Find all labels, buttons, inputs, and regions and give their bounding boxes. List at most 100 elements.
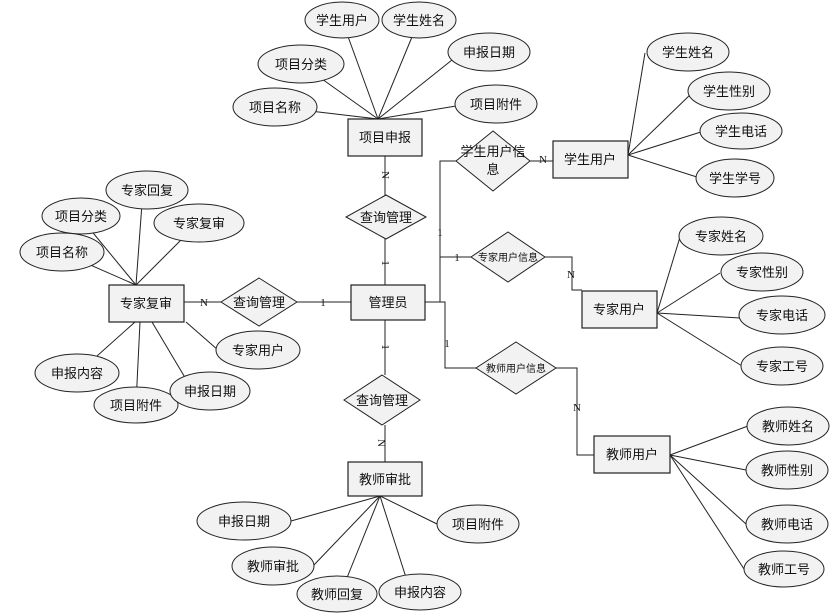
relationship-query-top-label: 查询管理 — [360, 211, 412, 226]
entity-expert-review-label: 专家复审 — [120, 296, 172, 312]
attr-label: 申报日期 — [218, 515, 270, 530]
attr-expert-review-attachment: 项目附件 — [93, 386, 179, 424]
attr-label: 教师工号 — [758, 562, 810, 578]
attr-label: 申报内容 — [394, 585, 446, 601]
entity-teacher-approval-label: 教师审批 — [359, 472, 411, 488]
attr-label: 专家电话 — [756, 308, 808, 324]
attr-project-apply-category: 项目分类 — [257, 44, 345, 84]
attr-teacher-user-id: 教师工号 — [743, 550, 825, 588]
attr-project-apply-attachment: 项目附件 — [454, 84, 538, 124]
attr-expert-review-name: 项目名称 — [19, 232, 105, 272]
attr-expert-review-date: 申报日期 — [169, 371, 251, 411]
attr-expert-review-category: 项目分类 — [41, 197, 121, 235]
attr-label: 专家工号 — [756, 359, 808, 375]
attr-teacher-approval-attachment: 项目附件 — [436, 504, 520, 544]
relationship-student-info-label-line1: 学生用户信 — [460, 144, 525, 160]
attr-label: 学生用户 — [316, 13, 368, 29]
attr-expert-review-content: 申报内容 — [34, 353, 120, 393]
cardinality-1-expert: 1 — [454, 252, 460, 264]
attr-expert-user-gender: 专家性别 — [720, 252, 804, 292]
entity-expert-user: 专家用户 — [581, 290, 658, 329]
attr-student-user-gender: 学生性别 — [687, 71, 771, 111]
relationship-query-top: 查询管理 — [344, 194, 428, 240]
entity-expert-review: 专家复审 — [108, 284, 185, 323]
cardinality-1-admin-top: 1 — [379, 260, 391, 266]
relationship-teacher-info-label: 教师用户信息 — [486, 362, 546, 375]
attr-teacher-approval-approval: 教师审批 — [231, 546, 315, 586]
cardinality-1-teacher: 1 — [444, 338, 450, 350]
entity-admin-label: 管理员 — [368, 296, 407, 311]
entity-teacher-user-label: 教师用户 — [606, 447, 658, 463]
attr-expert-review-expert-user: 专家用户 — [215, 330, 301, 370]
attr-label: 教师电话 — [761, 517, 813, 533]
attr-label: 申报日期 — [463, 46, 515, 61]
cardinality-n-expert-review: N — [200, 297, 208, 309]
attr-project-apply-name: 项目名称 — [232, 87, 318, 127]
cardinality-1-admin-bottom: 1 — [379, 344, 391, 350]
entity-teacher-approval: 教师审批 — [347, 461, 423, 497]
relationship-query-left: 查询管理 — [220, 277, 298, 327]
entity-teacher-user: 教师用户 — [593, 435, 671, 474]
relationship-query-left-label: 查询管理 — [233, 296, 285, 311]
attr-teacher-user-name: 教师姓名 — [746, 406, 830, 446]
entity-expert-user-label: 专家用户 — [593, 302, 645, 318]
attr-label: 项目附件 — [470, 98, 522, 113]
attr-label: 专家性别 — [736, 265, 788, 281]
attr-label: 项目分类 — [275, 58, 327, 73]
attr-label: 教师审批 — [247, 559, 299, 575]
attr-project-apply-student-name: 学生姓名 — [381, 1, 457, 39]
relationship-query-bottom-label: 查询管理 — [356, 394, 408, 409]
attr-label: 项目附件 — [452, 518, 504, 533]
cardinality-marks: N 1 N 1 1 N 1 N 1 N 1 N — [200, 154, 581, 447]
cardinality-1-student: 1 — [437, 227, 443, 239]
attr-teacher-user-gender: 教师性别 — [745, 450, 829, 490]
relationship-teacher-info: 教师用户信息 — [475, 341, 557, 395]
cardinality-n-teacher: N — [573, 402, 581, 414]
relationship-expert-info-label: 专家用户信息 — [478, 251, 538, 264]
relationship-query-bottom: 查询管理 — [343, 374, 421, 426]
entity-admin: 管理员 — [350, 284, 426, 321]
cardinality-n-student: N — [539, 154, 547, 166]
entity-student-user: 学生用户 — [552, 140, 629, 179]
attr-label: 学生学号 — [709, 171, 761, 187]
attr-expert-user-name: 专家姓名 — [678, 216, 764, 256]
relationship-expert-info: 专家用户信息 — [470, 231, 546, 283]
attr-label: 学生性别 — [703, 84, 755, 100]
attr-teacher-approval-date: 申报日期 — [196, 501, 292, 541]
attr-expert-user-phone: 专家电话 — [738, 295, 826, 335]
attr-label: 申报日期 — [184, 385, 236, 400]
attr-label: 教师回复 — [311, 587, 363, 603]
attr-student-user-phone: 学生电话 — [699, 112, 783, 150]
relationship-student-info: 学生用户信 息 — [455, 130, 531, 192]
attr-label: 专家用户 — [232, 343, 284, 359]
attr-expert-user-id: 专家工号 — [740, 346, 824, 386]
attr-student-user-name: 学生姓名 — [646, 32, 730, 72]
entity-project-apply-label: 项目申报 — [359, 131, 411, 146]
entity-project-apply: 项目申报 — [347, 118, 423, 157]
attr-label: 项目名称 — [249, 100, 301, 116]
entity-student-user-label: 学生用户 — [564, 152, 616, 168]
attr-teacher-approval-content: 申报内容 — [378, 573, 462, 611]
attr-project-apply-date: 申报日期 — [447, 32, 531, 72]
attr-teacher-approval-reply: 教师回复 — [296, 575, 378, 613]
relationship-student-info-label-line2: 息 — [486, 162, 499, 178]
attr-label: 项目分类 — [55, 210, 107, 225]
attr-project-apply-student-user: 学生用户 — [304, 1, 380, 39]
attr-label: 项目名称 — [36, 245, 88, 261]
attr-label: 专家姓名 — [695, 229, 747, 245]
cardinality-1-admin-left: 1 — [320, 297, 326, 309]
attr-label: 专家回复 — [121, 183, 173, 199]
attr-label: 学生电话 — [715, 124, 767, 140]
attr-expert-review-reply: 专家回复 — [105, 170, 189, 210]
attr-label: 项目附件 — [110, 399, 162, 414]
cardinality-n-project-apply: N — [379, 171, 391, 179]
cardinality-n-teacher-approval: N — [375, 439, 387, 447]
attr-expert-review-review: 专家复审 — [153, 203, 245, 243]
attr-student-user-id: 学生学号 — [695, 158, 775, 198]
cardinality-n-expert: N — [567, 269, 575, 281]
attr-label: 申报内容 — [51, 366, 103, 382]
attr-label: 学生姓名 — [393, 13, 445, 29]
attr-teacher-user-phone: 教师电话 — [745, 504, 829, 544]
attr-label: 教师性别 — [761, 463, 813, 479]
